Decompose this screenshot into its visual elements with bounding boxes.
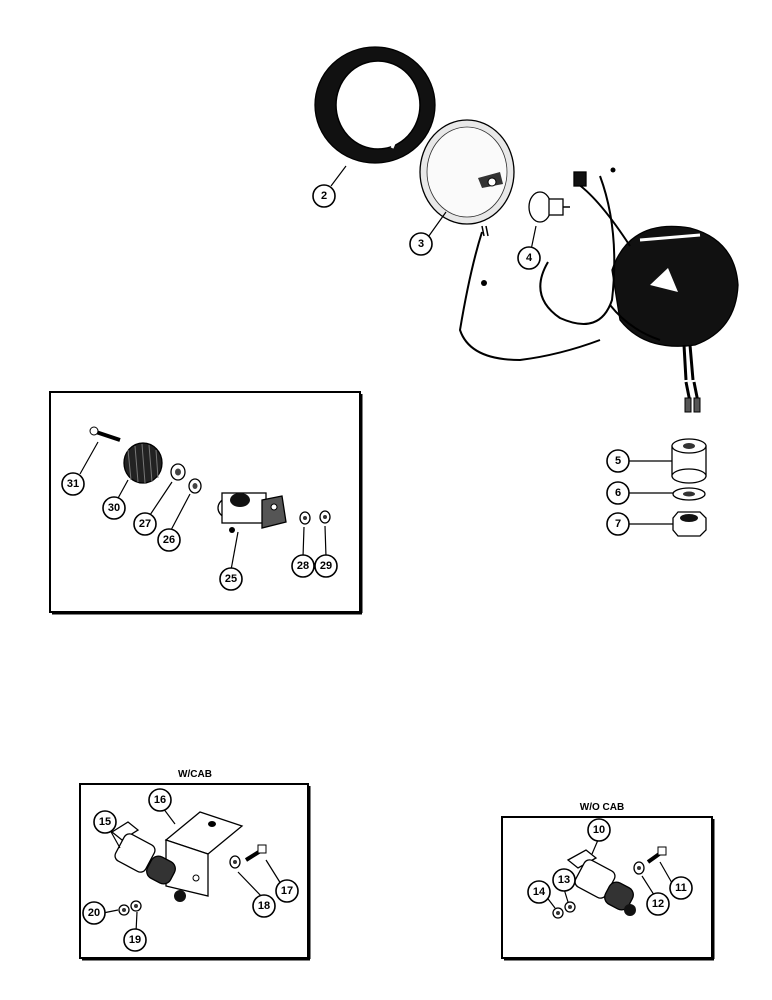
bezel-ring <box>314 46 436 164</box>
callout-18: 18 <box>252 894 276 918</box>
callout-26: 26 <box>157 528 181 552</box>
callout-15: 15 <box>93 810 117 834</box>
washer <box>672 487 706 501</box>
without-cab-inset <box>501 816 715 961</box>
callout-12: 12 <box>646 892 670 916</box>
svg-text:13: 13 <box>558 874 570 886</box>
callout-14: 14 <box>527 880 551 904</box>
spacer <box>671 438 707 484</box>
cab-nut-19 <box>130 900 142 912</box>
callout-2: 2 <box>312 184 336 208</box>
callout-3: 3 <box>409 232 433 256</box>
svg-text:3: 3 <box>418 238 424 250</box>
wo-cab-nut-14 <box>552 907 564 919</box>
lock-washer <box>170 463 186 481</box>
mounting-bracket <box>164 811 244 897</box>
callout-19: 19 <box>123 928 147 952</box>
svg-text:5: 5 <box>615 455 621 467</box>
callout-11: 11 <box>669 876 693 900</box>
callout-29: 29 <box>314 554 338 578</box>
svg-text:12: 12 <box>652 898 664 910</box>
callout-27: 27 <box>133 512 157 536</box>
cab-washer <box>229 855 241 869</box>
connector-leads <box>684 381 701 413</box>
with-cab-inset <box>79 783 311 961</box>
light-switch <box>217 492 287 533</box>
cab-bolt <box>244 844 267 862</box>
callout-25: 25 <box>219 567 243 591</box>
callout-20: 20 <box>82 901 106 925</box>
with-cab-label: W/CAB <box>178 769 212 780</box>
svg-text:30: 30 <box>108 502 120 514</box>
callout-6: 6 <box>606 481 630 505</box>
callout-17: 17 <box>275 879 299 903</box>
svg-text:17: 17 <box>281 885 293 897</box>
svg-text:18: 18 <box>258 900 270 912</box>
svg-text:31: 31 <box>67 478 79 490</box>
svg-text:20: 20 <box>88 907 100 919</box>
wo-cab-washer <box>633 861 645 875</box>
callout-28: 28 <box>291 554 315 578</box>
cab-nut-20 <box>118 904 130 916</box>
svg-text:28: 28 <box>297 560 309 572</box>
svg-text:11: 11 <box>675 882 687 894</box>
svg-text:25: 25 <box>225 573 237 585</box>
flat-washer <box>188 478 202 494</box>
svg-text:2: 2 <box>321 190 327 202</box>
callout-16: 16 <box>148 788 172 812</box>
svg-text:29: 29 <box>320 560 332 572</box>
screw <box>89 426 121 442</box>
svg-text:4: 4 <box>526 252 533 264</box>
callout-31: 31 <box>61 472 85 496</box>
svg-text:14: 14 <box>533 886 546 898</box>
hex-nut-small <box>299 511 311 525</box>
without-cab-label: W/O CAB <box>580 802 624 813</box>
hex-nut-small-2 <box>319 510 331 524</box>
callout-7: 7 <box>606 512 630 536</box>
knob <box>123 442 163 484</box>
sealed-beam-lens <box>419 119 515 225</box>
switch-inset <box>49 391 363 615</box>
nut <box>672 511 707 537</box>
svg-text:19: 19 <box>129 934 141 946</box>
standalone-lamp-socket <box>566 849 636 916</box>
wo-cab-bolt <box>646 846 667 864</box>
svg-text:6: 6 <box>615 487 621 499</box>
callout-5: 5 <box>606 449 630 473</box>
cab-lamp-socket <box>110 821 186 902</box>
svg-text:10: 10 <box>593 824 605 836</box>
callout-4: 4 <box>517 246 541 270</box>
lamp-housing <box>611 225 739 381</box>
wo-cab-nut-13 <box>564 901 576 913</box>
wiring-harness <box>458 167 661 362</box>
svg-text:7: 7 <box>615 518 621 530</box>
svg-text:15: 15 <box>99 816 111 828</box>
svg-text:26: 26 <box>163 534 175 546</box>
svg-text:16: 16 <box>154 794 166 806</box>
bulb <box>528 191 570 223</box>
callout-30: 30 <box>102 496 126 520</box>
svg-text:27: 27 <box>139 518 151 530</box>
callout-13: 13 <box>552 868 576 892</box>
callout-10: 10 <box>587 818 611 842</box>
